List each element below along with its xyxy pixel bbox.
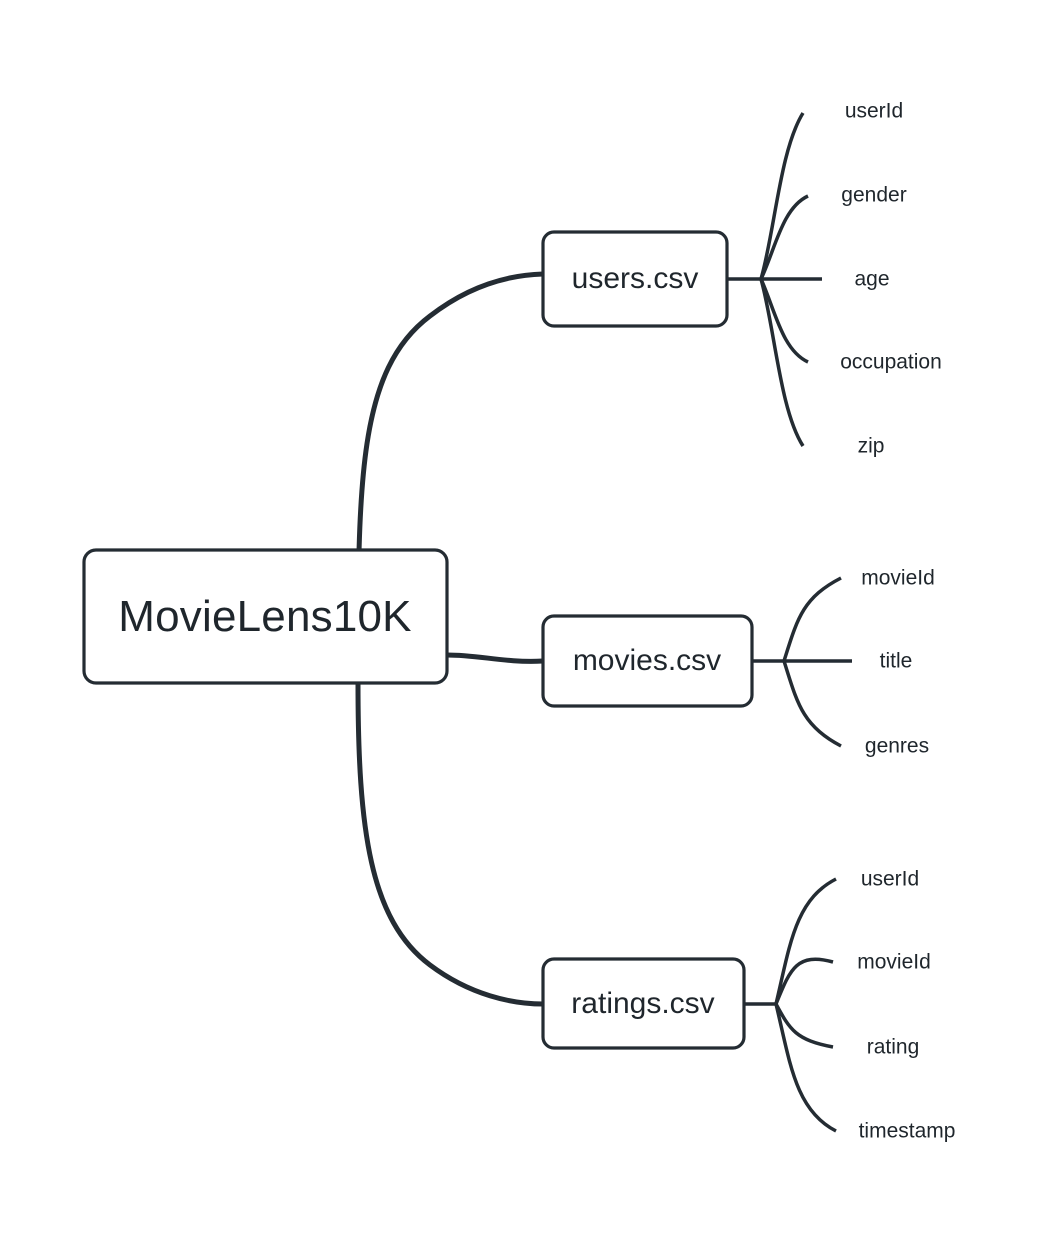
leaf-label-movies-movieid[interactable]: movieId	[861, 566, 935, 590]
leaf-label-ratings-userid[interactable]: userId	[860, 867, 920, 891]
leaf-label-users-userid[interactable]: userId	[844, 99, 904, 123]
leaf-label-users-zip[interactable]: zip	[857, 434, 885, 458]
leaf-label-users-age[interactable]: age	[854, 267, 890, 291]
edge-users-leaf-userid	[759, 112, 805, 280]
edge-movies-leaf-genres	[782, 660, 842, 748]
leaf-label-ratings-timestamp[interactable]: timestamp	[858, 1119, 956, 1143]
branch-label-ratings[interactable]: ratings.csv	[571, 987, 715, 1020]
leaf-label-ratings-movieid[interactable]: movieId	[857, 950, 931, 974]
node-box-ratings[interactable]	[541, 957, 746, 1050]
edge-ratings-leaf-timestamp	[774, 1003, 837, 1133]
edge-users-leaf-zip	[759, 278, 805, 447]
edge-users-leaf-occupation	[759, 278, 809, 364]
root-node-label[interactable]: MovieLens10K	[118, 592, 412, 641]
leaf-label-movies-title[interactable]: title	[879, 649, 913, 673]
edge-root-to-movies	[446, 652, 544, 664]
leaf-label-ratings-rating[interactable]: rating	[866, 1035, 920, 1059]
node-box-root[interactable]	[82, 548, 449, 685]
leaf-label-movies-genres[interactable]: genres	[864, 734, 930, 758]
branch-label-users[interactable]: users.csv	[571, 262, 699, 295]
edge-movies-leaf-movieid	[782, 576, 842, 662]
edge-root-to-ratings	[355, 682, 544, 1007]
edge-ratings-leaf-rating	[774, 1003, 834, 1049]
branch-label-movies[interactable]: movies.csv	[572, 644, 722, 677]
node-box-movies[interactable]	[541, 614, 754, 708]
node-box-users[interactable]	[541, 230, 729, 328]
leaf-label-users-gender[interactable]: gender	[841, 183, 907, 207]
edge-ratings-leaf-userid	[774, 877, 837, 1005]
edge-ratings-leaf-movieid	[774, 957, 834, 1005]
edge-users-leaf-gender	[759, 194, 809, 280]
leaf-label-users-occupation[interactable]: occupation	[840, 350, 942, 374]
